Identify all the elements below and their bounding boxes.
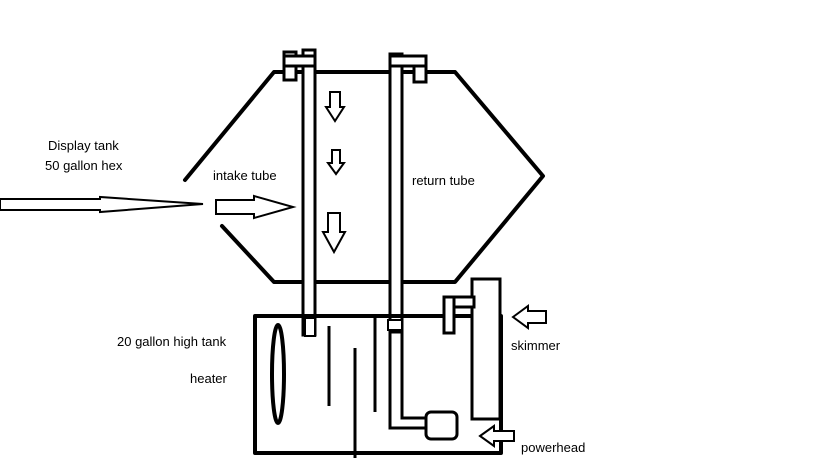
sump-tank <box>253 314 503 455</box>
heater-shape <box>270 323 286 425</box>
return-tube-label: return tube <box>412 173 475 188</box>
down-flow-arrow <box>321 212 347 255</box>
skimmer-label: skimmer <box>511 338 561 353</box>
down-flow-arrow <box>326 149 346 176</box>
down-flow-arrow <box>324 91 346 123</box>
skimmer-unit <box>442 277 502 421</box>
heater-label: heater <box>190 371 227 386</box>
return-tube <box>387 52 428 334</box>
intake-tube-label: intake tube <box>213 168 277 183</box>
display-tank-label: Display tank <box>48 138 119 153</box>
powerhead-label: powerhead <box>521 440 586 455</box>
return-plumbing <box>388 332 428 430</box>
display-tank-pointer-arrow <box>0 195 204 214</box>
skimmer-pointer-arrow <box>511 304 547 330</box>
sump-tank-label: 20 gallon high tank <box>117 334 227 349</box>
display-tank-hexagon <box>183 70 545 284</box>
powerhead-box <box>424 410 459 441</box>
intake-flow-arrow <box>215 194 297 220</box>
display-tank-size-label: 50 gallon hex <box>45 158 123 173</box>
intake-tube <box>282 48 317 337</box>
powerhead-pointer-arrow <box>478 424 515 448</box>
